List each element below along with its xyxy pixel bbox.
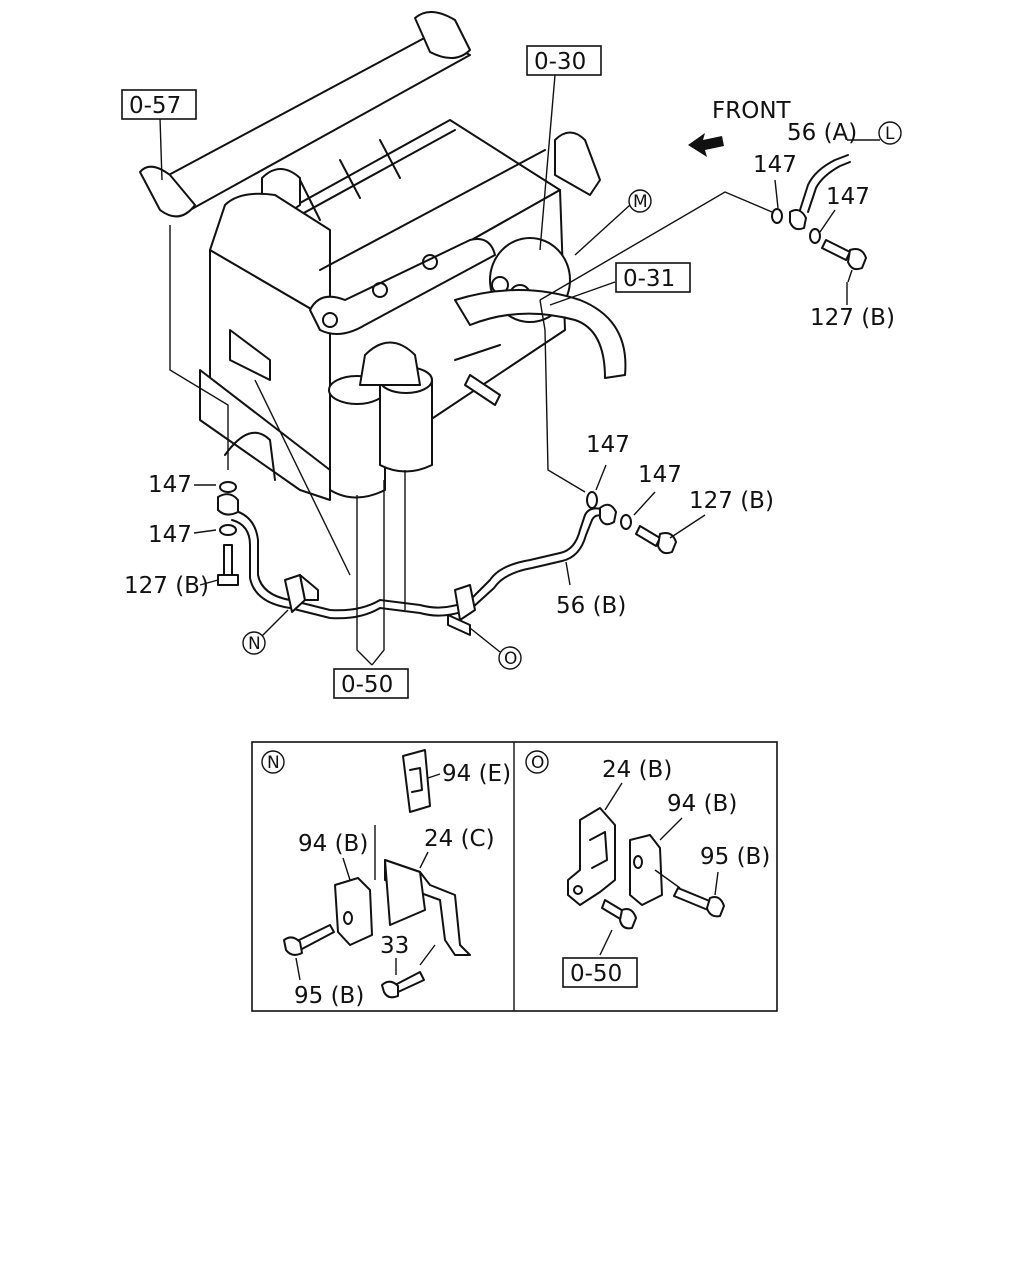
label-127b-top: 127 (B) xyxy=(810,305,895,331)
label-24b: 24 (B) xyxy=(602,757,672,783)
label-56a: 56 (A) xyxy=(787,120,857,146)
label-147-top-left: 147 xyxy=(753,152,797,178)
engine-illustration xyxy=(139,11,627,501)
detail-o: O xyxy=(525,750,725,956)
label-147-mid: 147 xyxy=(586,432,630,458)
banjo-assembly-right xyxy=(586,491,677,555)
ref-0-50-detail: 0-50 xyxy=(570,961,622,987)
front-label: FRONT xyxy=(712,98,792,124)
ref-0-30: 0-30 xyxy=(534,49,586,75)
label-127b-mid: 127 (B) xyxy=(689,488,774,514)
ref-0-57: 0-57 xyxy=(129,93,181,119)
label-94b-o: 94 (B) xyxy=(667,791,737,817)
callout-m-circle xyxy=(628,189,652,213)
detail-n: N xyxy=(261,749,471,999)
detail-n-callout: N xyxy=(267,753,280,773)
fuel-pipe-56b xyxy=(231,507,607,620)
label-94b-n: 94 (B) xyxy=(298,831,368,857)
banjo-assembly-left xyxy=(217,481,239,586)
callout-m: M xyxy=(633,192,648,212)
ref-box-0-50-detail xyxy=(562,957,638,988)
detail-o-callout: O xyxy=(531,753,544,773)
label-56b: 56 (B) xyxy=(556,593,626,619)
clip-o xyxy=(447,584,476,636)
callout-l-circle xyxy=(878,121,902,145)
callout-o-circle xyxy=(498,646,522,670)
clip-n xyxy=(284,574,319,613)
label-94e: 94 (E) xyxy=(442,761,511,787)
callout-l: L xyxy=(885,124,895,144)
label-95b-o: 95 (B) xyxy=(700,844,770,870)
ref-0-31: 0-31 xyxy=(623,266,675,292)
front-arrow-icon xyxy=(688,133,724,157)
label-33: 33 xyxy=(380,933,409,959)
label-127b-left: 127 (B) xyxy=(124,573,209,599)
label-147-mid-right: 147 xyxy=(638,462,682,488)
label-24c: 24 (C) xyxy=(424,826,495,852)
ref-box-0-31 xyxy=(615,262,691,293)
fuel-pipe-56a-assembly xyxy=(771,154,867,271)
leader-lines xyxy=(159,74,880,666)
label-147-left-top: 147 xyxy=(148,472,192,498)
callout-n: N xyxy=(248,634,261,654)
label-147-left-bottom: 147 xyxy=(148,522,192,548)
ref-0-50: 0-50 xyxy=(341,672,393,698)
label-147-top-right: 147 xyxy=(826,184,870,210)
callout-o: O xyxy=(504,649,517,669)
ref-box-0-30 xyxy=(526,45,602,76)
ref-box-0-50 xyxy=(333,668,409,699)
ref-box-0-57 xyxy=(121,89,197,120)
callout-n-circle xyxy=(242,631,266,655)
label-95b-n: 95 (B) xyxy=(294,983,364,1009)
